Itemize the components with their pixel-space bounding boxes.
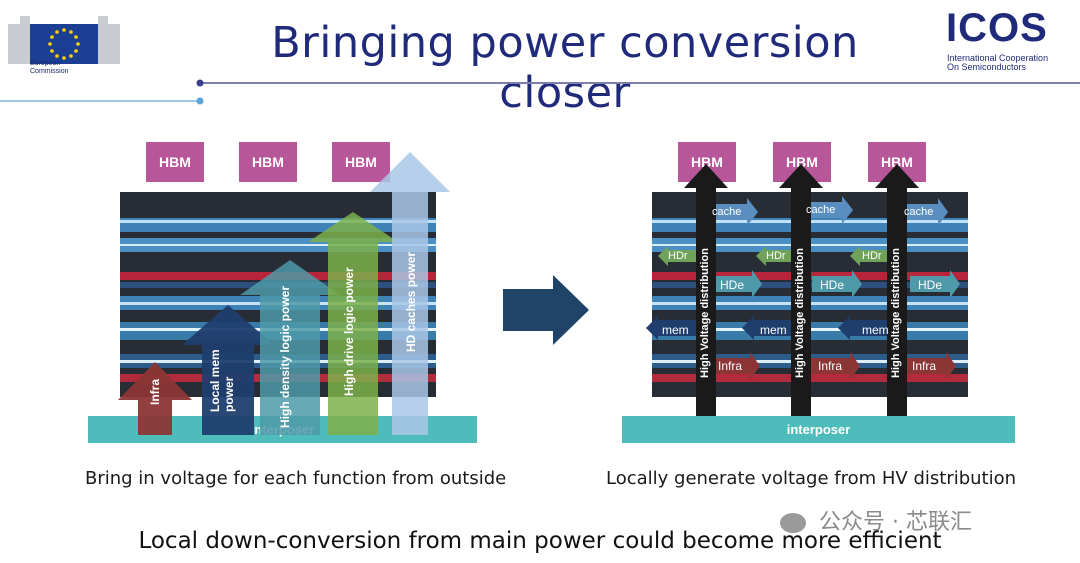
wechat-icon [780,513,806,533]
high-density-logic-power-arrow [240,260,340,435]
hv-distribution-label: High Voltage distribution [794,248,806,378]
left-power-arrows [118,152,450,435]
interposer-right: interposer [622,416,1015,443]
infra-tag: Infra [718,359,743,373]
column-1-tags [646,198,762,380]
bottom-caption: Local down-conversion from main power co… [138,528,942,554]
hde-tag: HDe [820,278,845,292]
infra-arrow-label: Infra [148,378,162,405]
high-drive-logic-power-arrow [308,212,398,435]
infra-power-arrow [118,362,192,435]
high-density-arrow-label: High density logic power [278,285,292,428]
cache-tag: cache [712,206,742,218]
icos-subtitle-line2: On Semiconductors [947,62,1027,72]
european-commission-logo [8,6,123,84]
right-caption: Locally generate voltage from HV distrib… [606,468,1017,489]
slide-title: Bringing power conversion closer [271,18,859,118]
hv-distribution-arrow [684,164,728,416]
watermark-text: 公众号 · 芯联汇 [819,510,972,535]
hv-distribution-arrow [875,164,919,416]
cache-tag: cache [904,206,934,218]
right-arrows [646,164,960,416]
hv-distribution-label: High Voltage distribution [890,248,902,378]
transition-arrow [503,275,589,345]
cache-tag: cache [806,204,836,216]
local-mem-power-arrow [182,305,274,435]
hbm-block: HBM [239,142,297,182]
hd-caches-arrow-label: HD caches power [404,251,418,352]
icos-logo: ICOS [946,6,1048,51]
infra-tag: Infra [912,359,937,373]
hv-distribution-arrow [779,164,823,416]
column-3-tags [838,198,960,380]
high-drive-arrow-label: High drive logic power [342,267,356,396]
mem-tag: mem [862,323,889,337]
infra-tag: Infra [818,359,843,373]
local-mem-arrow-label: Local mem power [208,349,236,412]
icos-subtitle-line1: International Cooperation [947,53,1049,63]
hde-tag: HDe [720,278,745,292]
hv-distribution-label: High Voltage distribution [699,248,711,378]
hdr-tag: HDr [668,250,688,262]
header-lines [0,79,1080,105]
icos-subtitle: International Cooperation On Semiconduct… [947,54,1048,72]
mem-tag: mem [760,323,787,337]
hde-tag: HDe [918,278,943,292]
hdr-tag: HDr [766,250,786,262]
interposer-label: interposer [786,422,851,437]
icos-logo-text: ICOS [946,6,1048,50]
left-caption: Bring in voltage for each function from … [85,468,507,489]
column-2-tags [742,196,862,380]
hd-caches-power-arrow [370,152,450,435]
hbm-block: HBM [332,142,390,182]
eu-logo-text: European Commission [30,60,69,75]
mem-tag: mem [662,323,689,337]
hdr-tag: HDr [862,250,882,262]
hbm-block: HBM [146,142,204,182]
wechat-watermark: 公众号 · 芯联汇 [780,504,972,536]
